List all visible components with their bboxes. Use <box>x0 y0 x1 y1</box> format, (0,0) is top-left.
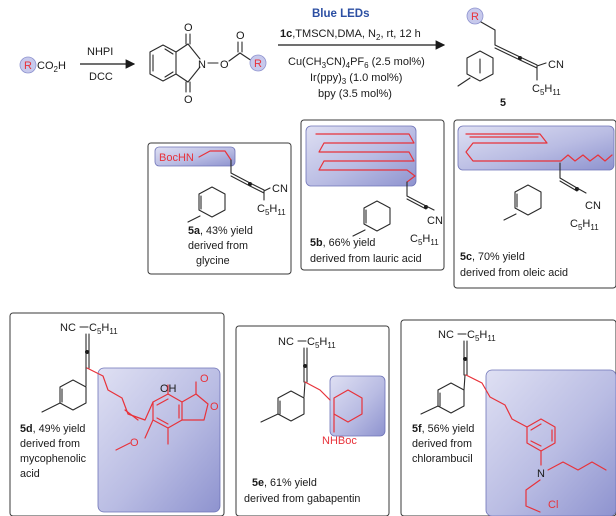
reaction-arrow-2: Blue LEDs 1c,TMSCN,DMA, N2, rt, 12 h Cu(… <box>278 8 446 100</box>
methoxy-oxygen: O <box>130 437 139 449</box>
caption-5e-line2: derived from gabapentin <box>244 493 360 505</box>
highlight-region <box>457 125 615 171</box>
highlight-region <box>485 369 616 516</box>
pentyl-label: C5H11 <box>89 322 118 336</box>
acid-co-label: CO2H <box>37 60 66 74</box>
caption-5f-line3: chlorambucil <box>412 453 473 465</box>
product-cn: CN <box>548 59 564 71</box>
cn-label: CN <box>585 200 601 212</box>
pentyl-label: C5H11 <box>257 203 286 217</box>
condition-line-2: Cu(CH3CN)4PF6 (2.5 mol%) <box>288 56 425 70</box>
caption-5e-line1: 5e, 61% yield <box>252 477 317 489</box>
pentyl-label: C5H11 <box>570 218 599 232</box>
condition-line-3: Ir(ppy)3 (1.0 mol%) <box>310 72 402 86</box>
caption-5d-line1: 5d, 49% yield <box>20 423 85 435</box>
caption-5f-line1: 5f, 56% yield <box>412 423 474 435</box>
nc-label: NC <box>60 322 76 334</box>
highlight-region <box>329 375 386 437</box>
reagent-nhpi: NHPI <box>87 46 113 58</box>
caption-5f-line2: derived from <box>412 438 472 450</box>
compound-card-5b: CN C5H11 5b, 66% yield derived from laur… <box>300 119 445 271</box>
caption-5a-line1: 5a, 43% yield <box>188 225 253 237</box>
highlight-region <box>97 367 221 513</box>
highlight-region <box>305 125 417 187</box>
compound-card-5c: CN C5H11 5c, 70% yield derived from olei… <box>453 119 616 289</box>
product-5: R CN C5H11 5 <box>457 7 564 109</box>
lactone-oxygen: O <box>210 401 219 413</box>
compound-card-5e: NC C5H11 NHBoc 5e, 61% yield derived fro… <box>235 325 390 516</box>
highlight-region <box>154 146 236 167</box>
reaction-arrow-1: NHPI DCC <box>80 46 136 83</box>
imide-oxygen-top: O <box>184 22 193 34</box>
product-label: 5 <box>500 97 506 109</box>
caption-5b-line2: derived from lauric acid <box>310 253 422 265</box>
ester-link-oxygen: O <box>220 59 229 71</box>
product-pentyl: C5H11 <box>532 83 561 97</box>
caption-5a-line2: derived from <box>188 240 248 252</box>
caption-5c-line2: derived from oleic acid <box>460 267 568 279</box>
caption-5a-line3: glycine <box>196 255 230 267</box>
imide-oxygen-bottom: O <box>184 94 193 106</box>
caption-5b-line1: 5b, 66% yield <box>310 237 375 249</box>
compound-card-5a: BocHN CN C5H11 5a, 43% yield derived fro… <box>147 142 292 275</box>
acid-r-label: R <box>24 60 32 72</box>
condition-line-4: bpy (3.5 mol%) <box>318 88 392 100</box>
caption-5c-line1: 5c, 70% yield <box>460 251 525 263</box>
product-r-label: R <box>471 11 479 23</box>
carbonyl-oxygen: O <box>200 373 209 385</box>
pentyl-label: C5H11 <box>467 329 496 343</box>
reagent-dcc: DCC <box>89 71 113 83</box>
nhpi-ester: O O N O O R <box>149 22 267 106</box>
pentyl-label: C5H11 <box>307 336 336 350</box>
cn-label: CN <box>272 183 288 195</box>
condition-blue-leds: Blue LEDs <box>312 8 370 20</box>
condition-line-1: 1c,TMSCN,DMA, N2, rt, 12 h <box>280 28 421 42</box>
compound-card-5f: NC C5H11 N Cl 5f, 56% yield derived from… <box>400 319 616 516</box>
pentyl-label: C5H11 <box>410 233 439 247</box>
amine-nitrogen: N <box>537 468 545 480</box>
cn-label: CN <box>427 215 443 227</box>
bochn-group: BocHN <box>159 152 194 164</box>
compound-card-5d: NC C5H11 OH O O O 5d, 49% yield derived … <box>9 312 225 516</box>
caption-5d-line3: mycophenolic <box>20 453 87 465</box>
caption-5d-line4: acid <box>20 468 40 480</box>
caption-5d-line2: derived from <box>20 438 80 450</box>
carboxylic-acid: R CO2H <box>19 56 66 74</box>
chlorine-label: Cl <box>548 499 558 511</box>
nhboc-group: NHBoc <box>322 435 357 447</box>
ester-carbonyl-oxygen: O <box>236 30 245 42</box>
nc-label: NC <box>438 329 454 341</box>
ester-r-label: R <box>254 58 262 70</box>
nc-label: NC <box>278 336 294 348</box>
imide-nitrogen: N <box>198 59 206 71</box>
